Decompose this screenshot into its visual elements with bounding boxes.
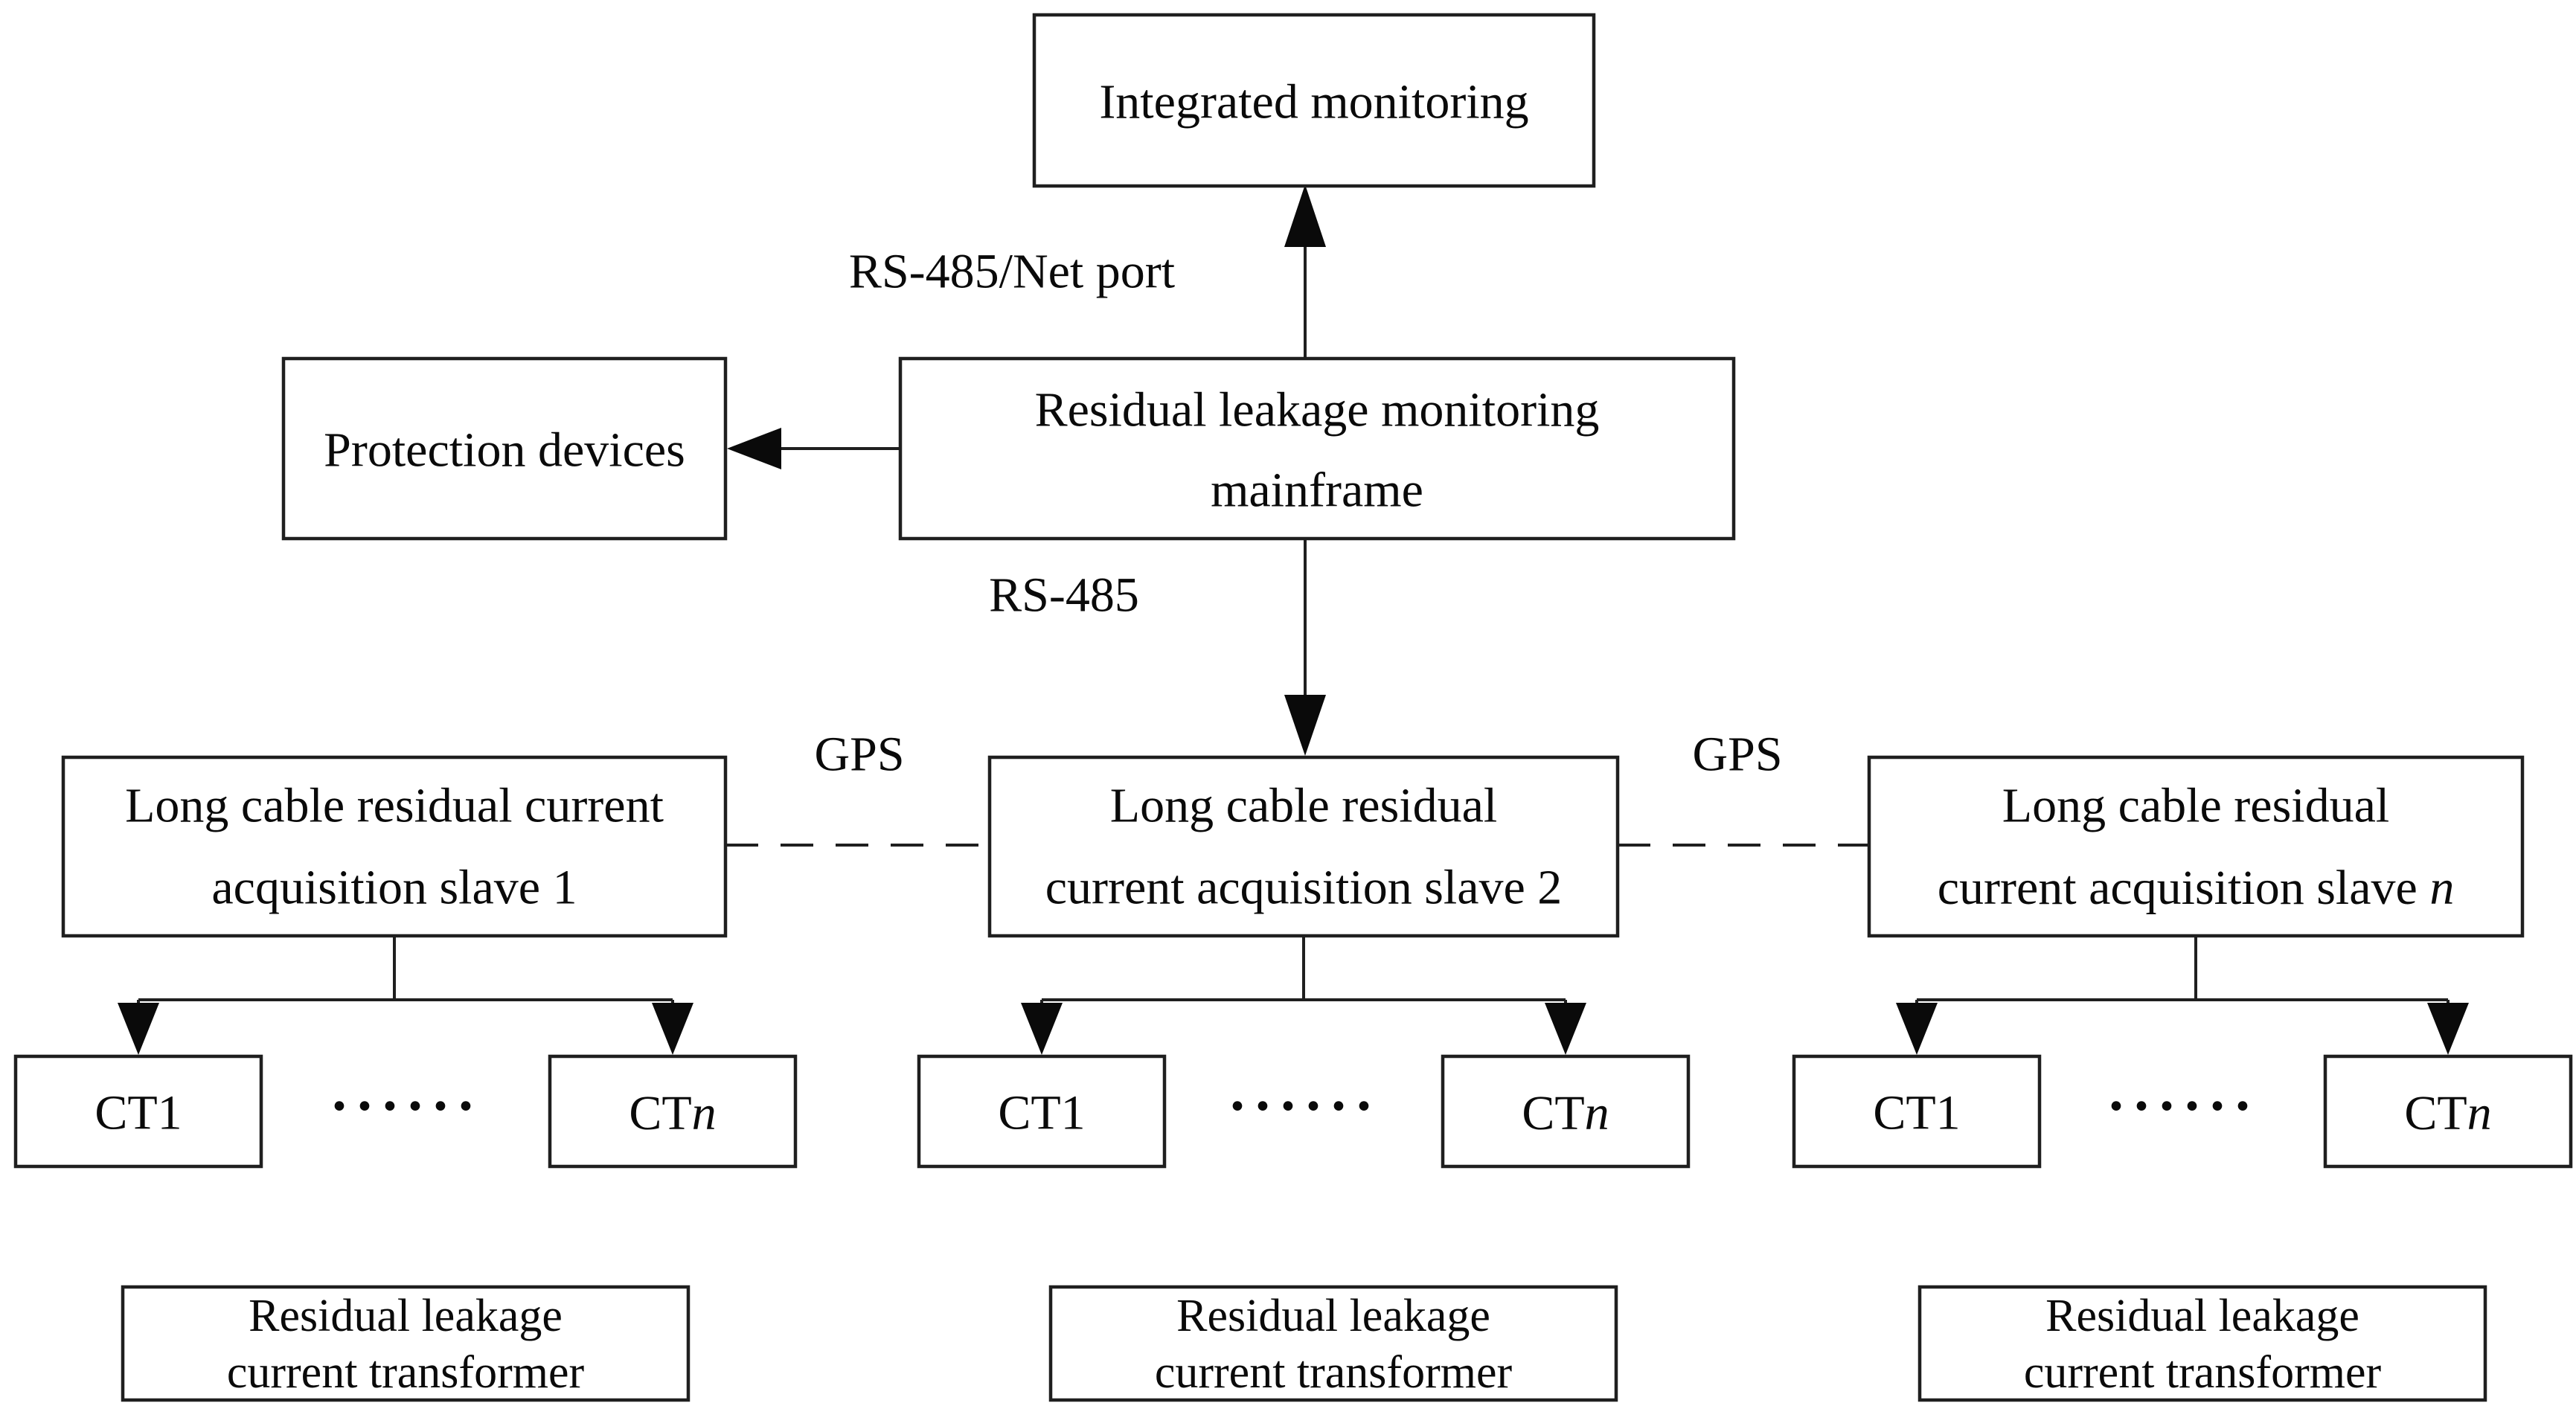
slave2-label-line1: Long cable residual [1110, 779, 1497, 833]
transformer-caption-line1: Residual leakage [249, 1291, 563, 1341]
ctn-label-prefix: CT [629, 1086, 691, 1140]
edge-label-rs485: RS-485 [989, 568, 1139, 623]
ellipsis-dots: ······ [1228, 1073, 1380, 1138]
arrowhead-down-icon [2427, 1003, 2469, 1055]
slave2-box [987, 755, 1620, 938]
arrowhead-down-icon [1896, 1003, 1938, 1055]
ct1-box [917, 1054, 1167, 1169]
arrowhead-down-icon [1284, 695, 1326, 756]
ctn-box [548, 1054, 798, 1169]
slave1-label-line1: Long cable residual current [125, 779, 664, 833]
transformer-caption-line2: current transformer [1155, 1347, 1513, 1398]
integrated-monitoring-label: Integrated monitoring [1099, 75, 1528, 129]
monitoring-mainframe-box [898, 356, 1736, 541]
ctn-label: CTn [1522, 1086, 1609, 1140]
protection-devices-box [281, 356, 728, 541]
ct1-label: CT1 [998, 1086, 1085, 1140]
ctn-label: CTn [629, 1086, 716, 1140]
transformer-caption-box [1917, 1285, 2487, 1402]
transformer-caption-line1: Residual leakage [2045, 1291, 2359, 1341]
arrowhead-down-icon [1545, 1003, 1586, 1055]
edge-label-gps-left: GPS [814, 728, 904, 782]
arrowhead-up-icon [1284, 184, 1326, 247]
transformer-caption-box [1048, 1285, 1618, 1402]
ctn-box [1441, 1054, 1691, 1169]
ct1-box [1792, 1054, 2042, 1169]
slaven-label-line2-variable: n [2429, 861, 2454, 915]
transformer-caption-line2: current transformer [227, 1347, 585, 1398]
protection-devices-label: Protection devices [324, 423, 685, 478]
integrated-monitoring-box [1032, 13, 1596, 188]
ct1-label: CT1 [1873, 1086, 1960, 1140]
transformer-caption-line1: Residual leakage [1176, 1291, 1490, 1341]
arrowhead-down-icon [652, 1003, 693, 1055]
ellipsis-dots: ······ [2106, 1073, 2258, 1138]
ellipsis-dots: ······ [330, 1073, 481, 1138]
slaven-label-line2: current acquisition slave n [1938, 861, 2455, 915]
ctn-box [2323, 1054, 2573, 1169]
arrowhead-left-icon [727, 428, 781, 469]
slave1-box [61, 755, 728, 938]
slave1-label-line2: acquisition slave 1 [211, 861, 577, 915]
arrowhead-down-icon [118, 1003, 159, 1055]
ctn-label-prefix: CT [1522, 1086, 1584, 1140]
slaven-label-line2-prefix: current acquisition slave [1938, 861, 2430, 915]
arrowhead-down-icon [1021, 1003, 1063, 1055]
ct1-box [13, 1054, 263, 1169]
ctn-label-variable: n [2467, 1086, 2492, 1140]
ctn-label-prefix: CT [2404, 1086, 2467, 1140]
edge-label-gps-right: GPS [1692, 728, 1782, 782]
slaven-label-line1: Long cable residual [2002, 779, 2389, 833]
slave2-label-line2: current acquisition slave 2 [1045, 861, 1563, 915]
ctn-label-variable: n [692, 1086, 717, 1140]
slaven-box [1867, 755, 2525, 938]
mainframe-label-line1: Residual leakage monitoring [1035, 383, 1600, 437]
transformer-caption-line2: current transformer [2024, 1347, 2382, 1398]
ctn-label-variable: n [1585, 1086, 1609, 1140]
edge-label-rs485-net-port: RS-485/Net port [849, 245, 1175, 299]
mainframe-label-line2: mainframe [1211, 463, 1423, 518]
ct1-label: CT1 [94, 1086, 182, 1140]
ctn-label: CTn [2404, 1086, 2491, 1140]
transformer-caption-box [121, 1285, 691, 1402]
